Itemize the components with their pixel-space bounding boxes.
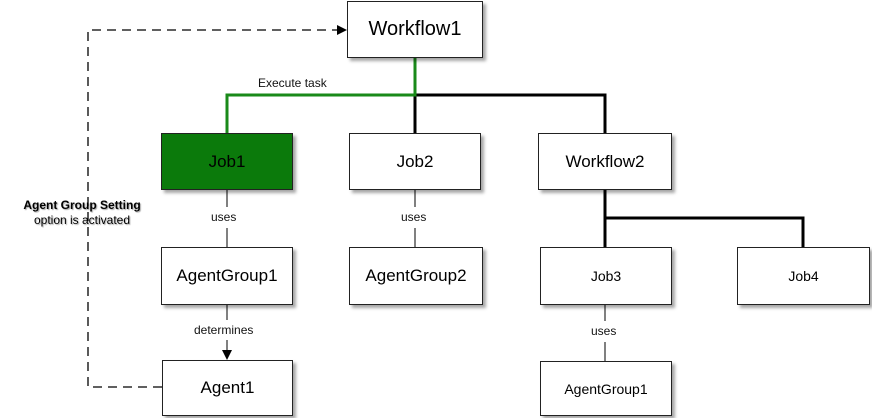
edge-execute-task bbox=[225, 58, 417, 133]
agentgroup1-node[interactable]: AgentGroup1 bbox=[161, 247, 293, 305]
agentgroup1-label: AgentGroup1 bbox=[176, 266, 278, 285]
job2-node[interactable]: Job2 bbox=[349, 133, 481, 190]
execute-task-label: Execute task bbox=[258, 76, 327, 90]
edge-workflow2-children bbox=[603, 190, 805, 247]
agentgroup2-label: AgentGroup2 bbox=[365, 266, 467, 285]
agent-group-setting-note: Agent Group Setting option is activated bbox=[4, 198, 160, 228]
uses-label-job2: uses bbox=[401, 210, 427, 224]
agentgroup1-job3-node[interactable]: AgentGroup1 bbox=[540, 361, 672, 416]
agent1-node[interactable]: Agent1 bbox=[162, 360, 293, 416]
job4-node[interactable]: Job4 bbox=[737, 247, 870, 305]
agentgroup1-job3-label: AgentGroup1 bbox=[564, 380, 648, 397]
note-subtitle: option is activated bbox=[33, 213, 131, 227]
job1-node[interactable]: Job1 bbox=[161, 133, 293, 190]
job4-label: Job4 bbox=[788, 268, 819, 284]
uses-label-job1: uses bbox=[211, 210, 237, 224]
workflow2-label: Workflow2 bbox=[565, 151, 645, 171]
workflow1-node[interactable]: Workflow1 bbox=[347, 1, 483, 58]
uses-label-job3: uses bbox=[591, 324, 617, 338]
job1-label: Job1 bbox=[208, 151, 246, 171]
agentgroup2-node[interactable]: AgentGroup2 bbox=[349, 247, 483, 305]
workflow1-label: Workflow1 bbox=[368, 18, 462, 40]
edge-agent-setting-loop bbox=[87, 25, 347, 388]
job3-label: Job3 bbox=[590, 268, 622, 284]
agent1-label: Agent1 bbox=[200, 378, 255, 397]
workflow2-node[interactable]: Workflow2 bbox=[538, 133, 672, 190]
edge-workflow1-children bbox=[413, 58, 607, 133]
job2-label: Job2 bbox=[396, 151, 434, 171]
note-title: Agent Group Setting bbox=[23, 198, 141, 212]
determines-label: determines bbox=[194, 323, 254, 337]
job3-node[interactable]: Job3 bbox=[540, 247, 672, 305]
